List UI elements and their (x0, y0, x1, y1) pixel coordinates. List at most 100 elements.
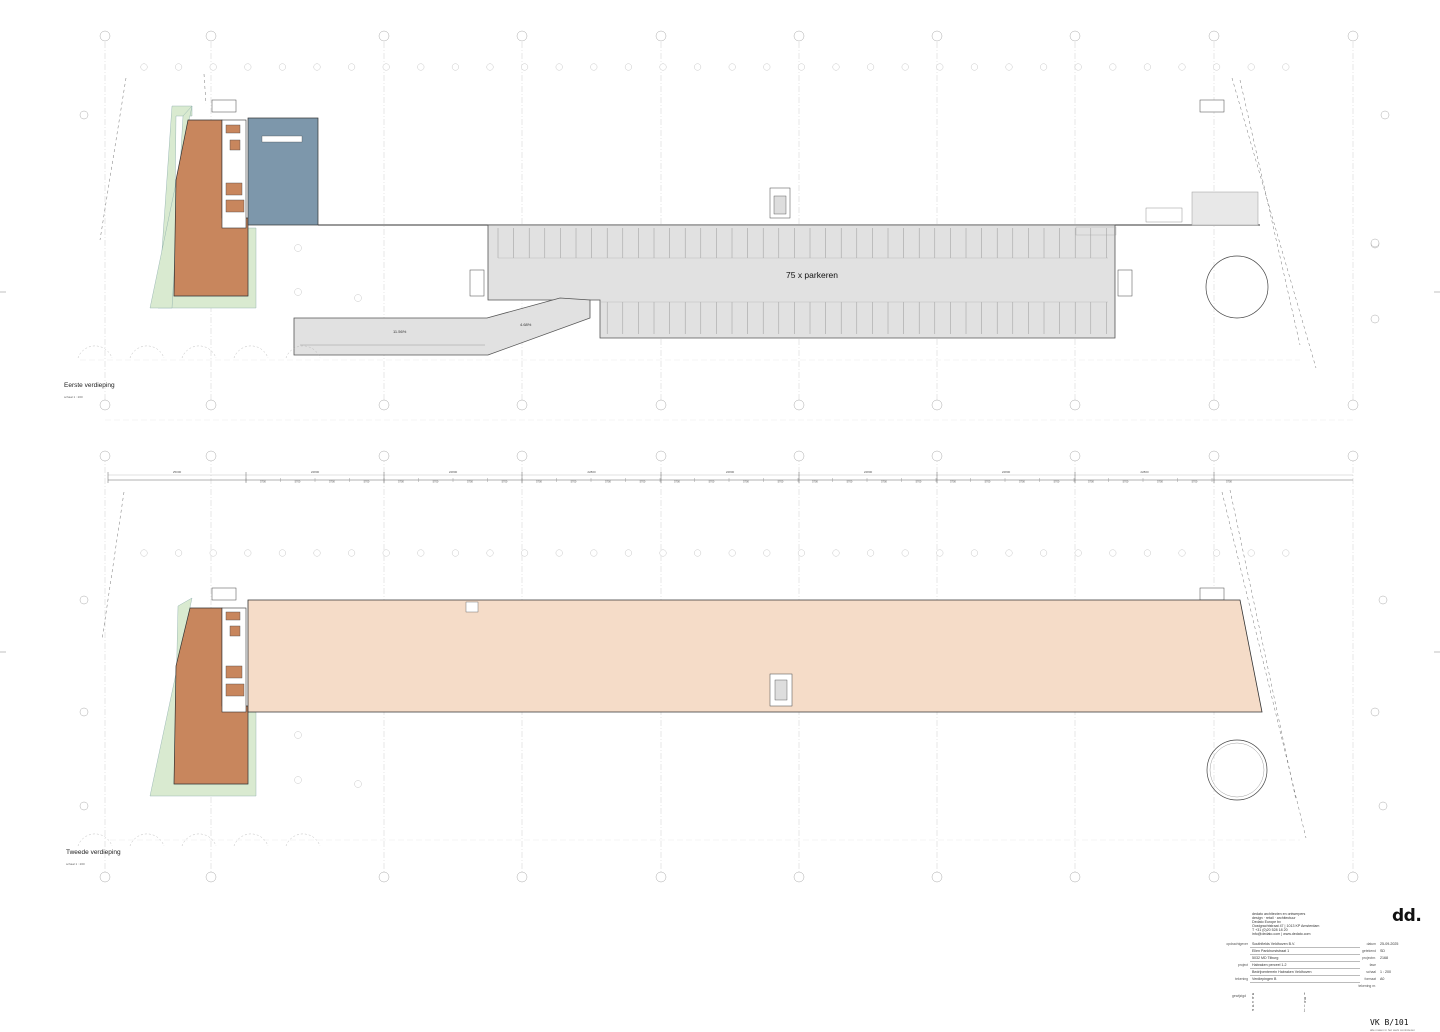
column-marker (417, 63, 425, 71)
column-marker (486, 63, 494, 71)
grid-bubble (205, 30, 217, 42)
grid-bubble (1370, 314, 1380, 324)
grid-bubble (1069, 399, 1081, 411)
grid-bubble (931, 399, 943, 411)
detail-key: project (1237, 963, 1248, 967)
column-marker (140, 549, 148, 557)
stair-icon (211, 587, 237, 601)
column-marker (1282, 63, 1290, 71)
grid-bubble (378, 450, 390, 462)
ramp-slope-label: 4.68% (520, 322, 532, 327)
hatch-opening (465, 601, 479, 613)
revision-letter: j (1304, 1008, 1305, 1012)
grid-bubble (1378, 595, 1388, 605)
plan-scale-first-floor: schaal 1 : 200 (64, 395, 83, 399)
grid-bubble (79, 595, 89, 605)
column-marker (354, 780, 362, 788)
column-marker (382, 549, 390, 557)
storage-feature (261, 135, 303, 143)
column-marker (659, 549, 667, 557)
column-marker (832, 549, 840, 557)
dimension-label: 22800 (726, 470, 735, 474)
dimension-label: 5700 (881, 480, 887, 484)
dimension-label: 5700 (329, 480, 335, 484)
column-marker (1005, 63, 1013, 71)
column-marker (521, 63, 529, 71)
site-boundary (99, 77, 127, 241)
meta-key: schaal (1366, 970, 1376, 974)
grid-bubble (1347, 871, 1359, 883)
column-marker (763, 549, 771, 557)
site-boundary (203, 73, 207, 105)
grid-bubble (931, 30, 943, 42)
column-marker (209, 549, 217, 557)
tree-arc (77, 345, 113, 359)
dimension-label: 22800 (587, 470, 596, 474)
circular-feature (1206, 739, 1268, 801)
column-marker (244, 63, 252, 71)
dimension-label: 25000 (173, 470, 182, 474)
column-marker (1213, 63, 1221, 71)
grid-bubble (931, 871, 943, 883)
grid-bubble (931, 450, 943, 462)
site-boundary (101, 491, 125, 641)
core-room (229, 139, 241, 151)
dimension-label: 5700 (950, 480, 956, 484)
rule-line (1250, 968, 1360, 969)
column-marker (140, 63, 148, 71)
grid-bubble (1378, 801, 1388, 811)
detail-value: Habraken perceel 1-2 (1252, 963, 1287, 967)
parking-label: 75 x parkeren (786, 270, 838, 280)
grid-bubble (516, 30, 528, 42)
storage-area (1191, 191, 1259, 226)
meta-key: fase (1369, 963, 1376, 967)
revision-letter: i (1304, 1004, 1305, 1008)
plan-scale-second-floor: schaal 1 : 200 (66, 862, 85, 866)
grid-bubble (655, 30, 667, 42)
circular-feature (1205, 255, 1269, 319)
grid-bubble (516, 399, 528, 411)
detail-value: Ellen Pankhurststraat 1 (1252, 949, 1290, 953)
column-marker (521, 549, 529, 557)
column-marker (1247, 63, 1255, 71)
column-marker (1005, 549, 1013, 557)
grid-bubble (1370, 707, 1380, 717)
site-boundary (1231, 77, 1317, 369)
core-room (225, 683, 245, 697)
column-marker (1178, 549, 1186, 557)
stair-icon (469, 269, 485, 297)
dimension-label: 5700 (743, 480, 749, 484)
grid-bubble (99, 399, 111, 411)
grid-bubble (1380, 110, 1390, 120)
column-marker (294, 244, 302, 252)
column-marker (382, 63, 390, 71)
dimension-label: 5700 (1226, 480, 1232, 484)
grid-bubble (1347, 450, 1359, 462)
core-room (225, 124, 241, 134)
column-marker (1109, 549, 1117, 557)
meta-key: getekend (1362, 949, 1376, 953)
core-area (221, 607, 247, 713)
dimension-label: 22800 (1140, 470, 1149, 474)
revision-letter: c (1252, 1000, 1254, 1004)
parking-ramp (293, 297, 591, 356)
column-marker (590, 63, 598, 71)
rule-line (1250, 947, 1360, 948)
column-marker (936, 549, 944, 557)
column-marker (486, 549, 494, 557)
column-marker (294, 776, 302, 784)
grid-bubble (793, 399, 805, 411)
column-marker (1282, 549, 1290, 557)
column-marker (936, 63, 944, 71)
column-marker (244, 549, 252, 557)
column-marker (417, 549, 425, 557)
grid-bubble (205, 450, 217, 462)
tree-arc (181, 833, 217, 847)
core-room (229, 625, 241, 637)
dimension-label: 22800 (311, 470, 320, 474)
grid-bubble (1208, 399, 1220, 411)
tree-arc (285, 833, 321, 847)
rule-line (1250, 975, 1360, 976)
dimension-label: 5700 (847, 480, 853, 484)
column-marker (901, 549, 909, 557)
